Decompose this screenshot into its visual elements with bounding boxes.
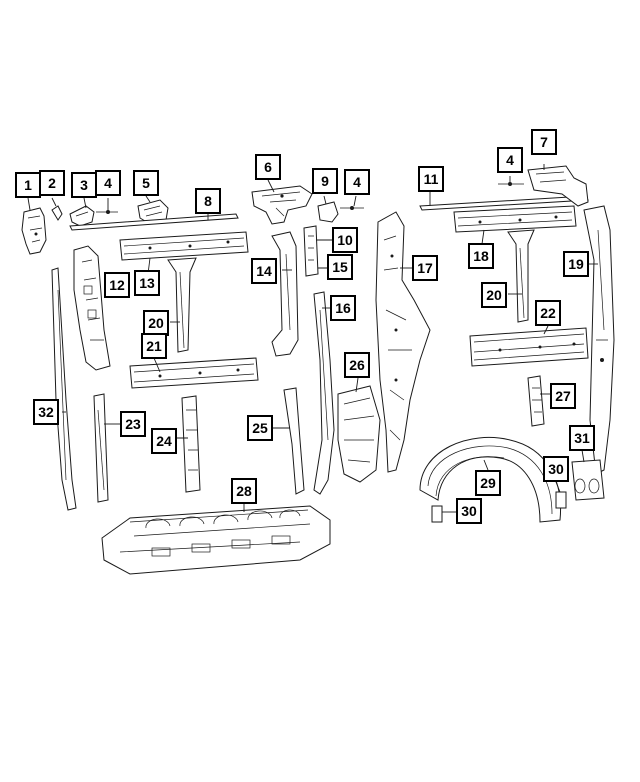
callout-30b[interactable]: 30 — [543, 456, 569, 482]
part-4-fastener-right — [498, 182, 524, 186]
callout-17[interactable]: 17 — [412, 255, 438, 281]
part-26-panel — [337, 385, 381, 483]
part-7-bracket — [527, 165, 589, 207]
part-30-plate-right — [555, 491, 567, 509]
part-29-wheel-arch — [419, 436, 562, 523]
part-17-pillar — [375, 211, 431, 473]
callout-13[interactable]: 13 — [134, 270, 160, 296]
part-4-fastener-left — [96, 210, 118, 214]
part-21-rail — [129, 357, 259, 389]
part-6-bracket — [251, 185, 313, 225]
callout-29[interactable]: 29 — [475, 470, 501, 496]
part-32-pillar — [51, 267, 77, 511]
callout-4c[interactable]: 4 — [497, 147, 523, 173]
callout-9[interactable]: 9 — [312, 168, 338, 194]
callout-3[interactable]: 3 — [71, 172, 97, 198]
callout-32[interactable]: 32 — [33, 399, 59, 425]
part-4-fastener-mid — [340, 206, 364, 210]
part-8-strip — [69, 213, 239, 231]
callout-1[interactable]: 1 — [15, 172, 41, 198]
part-20-pillar-right — [507, 229, 535, 323]
callout-26[interactable]: 26 — [344, 352, 370, 378]
callout-18[interactable]: 18 — [468, 243, 494, 269]
callout-22[interactable]: 22 — [535, 300, 561, 326]
callout-19[interactable]: 19 — [563, 251, 589, 277]
callout-24[interactable]: 24 — [151, 428, 177, 454]
part-25-pillar — [283, 387, 305, 495]
callout-27[interactable]: 27 — [550, 383, 576, 409]
callout-10[interactable]: 10 — [332, 227, 358, 253]
callout-23[interactable]: 23 — [120, 411, 146, 437]
callout-14[interactable]: 14 — [251, 258, 277, 284]
part-18-rail — [453, 205, 577, 233]
part-19-pillar — [583, 205, 615, 475]
callout-12[interactable]: 12 — [104, 272, 130, 298]
callout-30a[interactable]: 30 — [456, 498, 482, 524]
callout-20a[interactable]: 20 — [143, 310, 169, 336]
part-24-pillar — [181, 395, 201, 493]
part-13-rail — [119, 231, 249, 261]
callout-2[interactable]: 2 — [39, 170, 65, 196]
part-23-pillar — [93, 393, 109, 503]
part-16-pillar — [313, 291, 335, 495]
callout-4a[interactable]: 4 — [95, 170, 121, 196]
callout-5[interactable]: 5 — [133, 170, 159, 196]
callout-16[interactable]: 16 — [330, 295, 356, 321]
callout-8[interactable]: 8 — [195, 188, 221, 214]
callout-15[interactable]: 15 — [327, 254, 353, 280]
part-30-plate-left — [431, 505, 443, 523]
callout-20b[interactable]: 20 — [481, 282, 507, 308]
part-20-pillar-left — [167, 257, 197, 353]
part-12-panel — [73, 245, 111, 371]
callout-21[interactable]: 21 — [141, 333, 167, 359]
part-15-pillar — [303, 225, 319, 277]
part-22-rail — [469, 327, 589, 367]
callout-11[interactable]: 11 — [418, 166, 444, 192]
callout-31[interactable]: 31 — [569, 425, 595, 451]
callout-7[interactable]: 7 — [531, 129, 557, 155]
callout-25[interactable]: 25 — [247, 415, 273, 441]
part-27-pillar — [527, 375, 545, 427]
part-28-sill — [101, 505, 331, 575]
part-1-bracket — [21, 207, 47, 255]
part-9-bracket — [317, 201, 339, 223]
callout-28[interactable]: 28 — [231, 478, 257, 504]
part-31-patch — [571, 459, 605, 501]
callout-4b[interactable]: 4 — [344, 169, 370, 195]
part-2-clip — [51, 205, 63, 221]
part-14-panel — [271, 231, 299, 357]
callout-6[interactable]: 6 — [255, 154, 281, 180]
part-3-bracket — [69, 205, 95, 227]
